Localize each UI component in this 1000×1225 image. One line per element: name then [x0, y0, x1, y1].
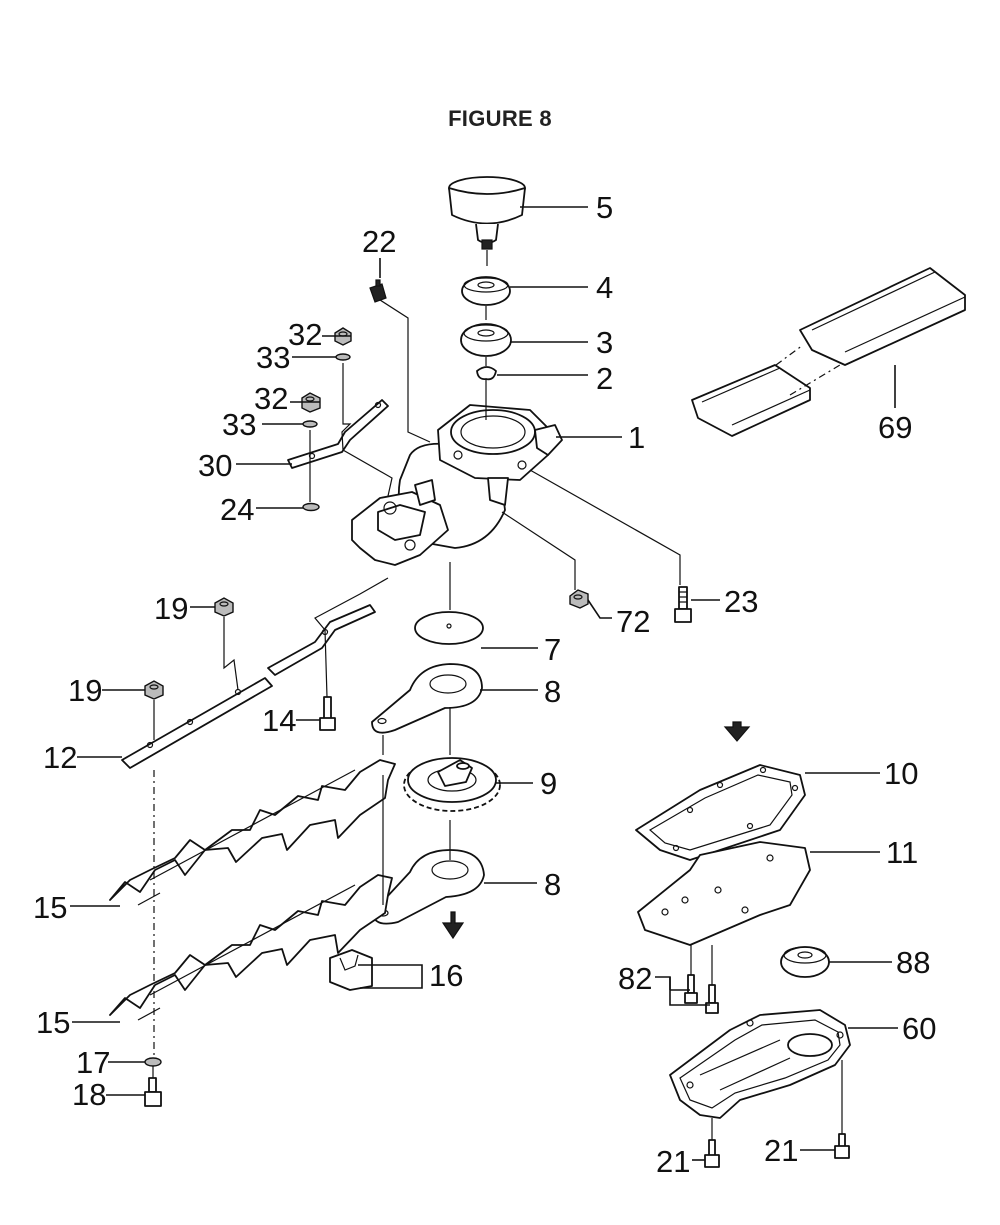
part-number-p16: 16 [429, 958, 463, 993]
part-number-p14: 14 [262, 703, 296, 738]
part-17-washer [144, 1057, 162, 1067]
part-72-nut [569, 589, 589, 609]
part-15-blade-lower [109, 874, 393, 1021]
part-15-blade-upper [109, 759, 396, 906]
part-24-washer [302, 502, 320, 512]
part-8-plate-lower [372, 849, 485, 925]
part-number-p19b: 19 [68, 673, 102, 708]
part-number-labels: 5 22 4 32 33 3 2 32 33 1 69 30 24 23 72 … [33, 190, 936, 1179]
part-number-p33b: 33 [222, 407, 256, 442]
part-number-p60: 60 [902, 1011, 936, 1046]
part-number-p9: 9 [540, 766, 557, 801]
part-number-p24: 24 [220, 492, 254, 527]
part-number-p8b: 8 [544, 867, 561, 902]
part-number-p32a: 32 [288, 317, 322, 352]
part-number-p8a: 8 [544, 674, 561, 709]
part-number-p33a: 33 [256, 340, 290, 375]
arrow-down-icon [723, 721, 751, 742]
part-8-plate-upper [371, 663, 483, 734]
part-23-bolt [674, 586, 692, 623]
part-number-p12: 12 [43, 740, 77, 775]
part-88-bearing [780, 946, 830, 978]
part-21-bolt-left [704, 1139, 720, 1168]
part-number-p17: 17 [76, 1045, 110, 1080]
part-69-blade-cover [691, 267, 966, 437]
part-9-gear [403, 757, 501, 812]
part-number-p5: 5 [596, 190, 613, 225]
part-19-nut-upper [214, 597, 234, 617]
part-number-p19a: 19 [154, 591, 188, 626]
part-12-connecting-bar [121, 604, 376, 769]
part-number-p30: 30 [198, 448, 232, 483]
part-number-p69: 69 [878, 410, 912, 445]
part-14-bolt [319, 696, 336, 731]
part-19-nut-lower [144, 680, 164, 700]
part-3-bearing [460, 323, 512, 357]
part-number-p21b: 21 [764, 1133, 798, 1168]
part-number-p32b: 32 [254, 381, 288, 416]
part-number-p82: 82 [618, 961, 652, 996]
part-60-gear-case [669, 1009, 851, 1119]
leader-lines [70, 206, 898, 1161]
part-number-p15b: 15 [36, 1005, 70, 1040]
part-16-block [329, 949, 373, 991]
part-number-p88: 88 [896, 945, 930, 980]
part-2-clip [476, 366, 497, 381]
part-18-bolt [144, 1077, 162, 1107]
part-21-bolt-right [834, 1133, 850, 1159]
arrow-down-icon [441, 911, 465, 940]
part-4-bearing [461, 276, 511, 306]
part-number-p10: 10 [884, 756, 918, 791]
part-number-p3: 3 [596, 325, 613, 360]
part-5-cap [448, 176, 526, 250]
part-number-p7: 7 [544, 632, 561, 667]
part-10-gasket [635, 764, 806, 861]
part-number-p11: 11 [886, 835, 918, 870]
part-number-p23: 23 [724, 584, 758, 619]
part-33-washer-lower [302, 420, 318, 428]
assembly-lines [152, 250, 843, 1140]
part-11-plate [637, 841, 811, 946]
part-number-p4: 4 [596, 270, 613, 305]
part-1-gear-housing [351, 404, 563, 566]
part-number-p72: 72 [616, 604, 650, 639]
part-number-p1: 1 [628, 420, 645, 455]
part-number-p18: 18 [72, 1077, 106, 1112]
part-33-washer-upper [335, 353, 351, 361]
part-number-p2: 2 [596, 361, 613, 396]
part-number-p22: 22 [362, 224, 396, 259]
part-7-disc [414, 611, 484, 645]
part-82-screws [684, 974, 719, 1014]
part-number-p15a: 15 [33, 890, 67, 925]
part-22-grease-fitting [369, 279, 387, 303]
part-number-p21a: 21 [656, 1144, 690, 1179]
figure-title: FIGURE 8 [448, 106, 552, 131]
part-30-connecting-plate [287, 399, 389, 469]
